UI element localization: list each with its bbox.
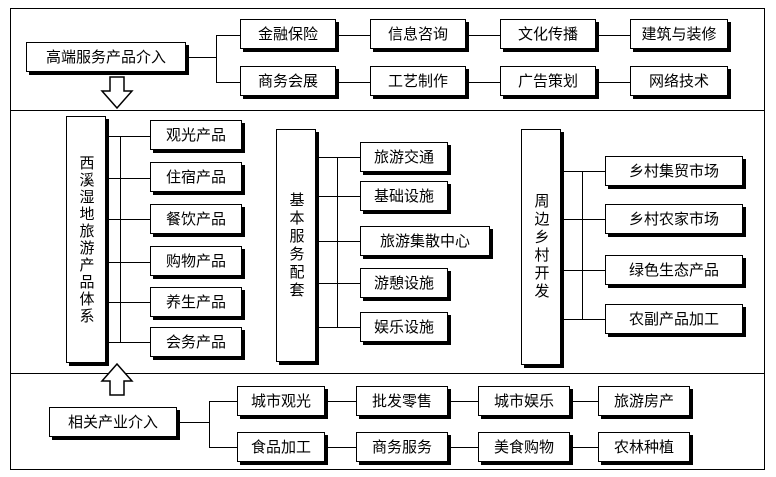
connector	[108, 136, 150, 137]
product-node: 住宿产品	[150, 162, 242, 192]
connector	[582, 171, 583, 319]
connector	[318, 157, 360, 158]
rural-node: 乡村农家市场	[605, 204, 743, 234]
top-row1-node: 建筑与装修	[630, 19, 728, 49]
up-arrow-icon	[100, 362, 134, 396]
connector	[216, 82, 240, 83]
connector	[108, 262, 150, 263]
connector	[563, 219, 605, 220]
rural-node: 乡村集贸市场	[605, 156, 743, 186]
connector	[318, 283, 360, 284]
top-row1-node: 文化传播	[500, 19, 596, 49]
basic-service-support-label: 基本服务配套	[287, 191, 306, 300]
top-row2-node: 网络技术	[630, 66, 728, 96]
connector	[599, 35, 630, 36]
tourism-product-system: 西溪湿地旅游产品体系	[66, 116, 106, 363]
rural-node: 农副产品加工	[605, 304, 743, 334]
product-node: 餐饮产品	[150, 204, 242, 234]
top-row2-node: 商务会展	[240, 66, 336, 96]
product-node: 会务产品	[150, 327, 242, 357]
connector	[469, 82, 500, 83]
high-end-service-source: 高端服务产品介入	[26, 42, 186, 72]
connector	[189, 57, 216, 58]
connector	[563, 270, 605, 271]
rural-development-label: 周边乡村开发	[532, 193, 551, 301]
connector	[339, 35, 370, 36]
connector	[209, 447, 237, 448]
bottom-row2-node: 食品加工	[237, 432, 325, 462]
connector	[318, 241, 360, 242]
related-industry-source: 相关产业介入	[49, 407, 177, 437]
connector	[451, 447, 478, 448]
connector	[180, 422, 209, 423]
connector	[599, 82, 630, 83]
connector	[318, 327, 360, 328]
connector	[108, 302, 150, 303]
rural-development: 周边乡村开发	[521, 129, 561, 365]
connector	[108, 178, 150, 179]
connector	[318, 196, 360, 197]
connector	[337, 157, 338, 327]
service-node: 游憩设施	[360, 268, 448, 298]
connector	[216, 35, 240, 36]
connector	[108, 219, 150, 220]
bottom-row1-node: 城市娱乐	[478, 386, 570, 416]
service-node: 旅游集散中心	[360, 226, 490, 256]
bottom-row2-node: 美食购物	[478, 432, 570, 462]
connector	[469, 35, 500, 36]
service-node: 娱乐设施	[360, 312, 448, 342]
bottom-divider	[10, 373, 765, 374]
connector	[563, 319, 605, 320]
connector	[120, 136, 121, 342]
connector	[573, 447, 598, 448]
bottom-row1-node: 批发零售	[356, 386, 448, 416]
connector	[328, 447, 356, 448]
connector	[339, 82, 370, 83]
top-row2-node: 工艺制作	[370, 66, 466, 96]
connector	[563, 171, 605, 172]
outer-frame	[10, 8, 765, 470]
bottom-row2-node: 农林种植	[598, 432, 690, 462]
connector	[216, 35, 217, 82]
connector	[573, 401, 598, 402]
connector	[209, 401, 237, 402]
product-node: 养生产品	[150, 287, 242, 317]
service-node: 旅游交通	[360, 142, 448, 172]
product-node: 购物产品	[150, 246, 242, 276]
bottom-row1-node: 旅游房产	[598, 386, 690, 416]
down-arrow-icon	[100, 76, 134, 110]
basic-service-support: 基本服务配套	[276, 129, 316, 362]
top-row1-node: 信息咨询	[370, 19, 466, 49]
connector	[108, 342, 150, 343]
tourism-product-system-label: 西溪湿地旅游产品体系	[77, 154, 96, 325]
service-node: 基础设施	[360, 181, 448, 211]
bottom-row2-node: 商务服务	[356, 432, 448, 462]
product-node: 观光产品	[150, 120, 242, 150]
connector	[451, 401, 478, 402]
bottom-row1-node: 城市观光	[237, 386, 325, 416]
top-row1-node: 金融保险	[240, 19, 336, 49]
top-row2-node: 广告策划	[500, 66, 596, 96]
connector	[209, 401, 210, 447]
rural-node: 绿色生态产品	[605, 255, 743, 285]
connector	[328, 401, 356, 402]
top-divider	[10, 110, 765, 111]
